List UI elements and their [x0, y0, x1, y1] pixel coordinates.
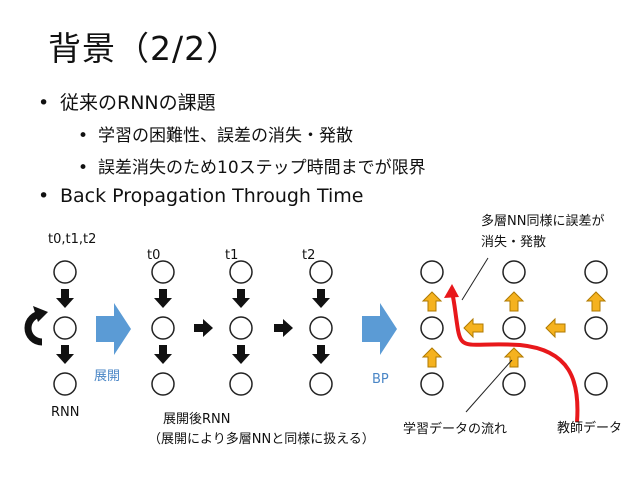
down-arrow-icon — [56, 289, 74, 308]
bullet-text: Back Propagation Through Time — [60, 185, 364, 207]
rnn-node-top — [53, 260, 77, 284]
bptt-nodes — [420, 260, 608, 396]
slide-title: 背景（2/2） — [48, 29, 241, 68]
right-arrow-icon — [194, 319, 213, 337]
time-label-t1: t1 — [225, 248, 239, 263]
error-flow-path — [444, 284, 580, 423]
unfold-label: 展開 — [94, 369, 121, 384]
teacher-data-label: 教師データ — [557, 421, 623, 436]
bullet-dot-icon: • — [78, 158, 89, 178]
bp-arrow-icon — [362, 303, 397, 355]
sub-bullet-limit: • 誤差消失のため10ステップ時間までが限界 — [78, 153, 426, 178]
bullet-dot-icon: • — [38, 92, 50, 114]
bullet-dot-icon: • — [78, 126, 89, 146]
recurrent-loop-icon — [24, 306, 48, 346]
callout-line — [461, 257, 489, 301]
unrolled-note: （展開により多層NNと同様に扱える） — [148, 432, 375, 447]
bullet-rnn-issues: • 従来のRNNの課題 — [38, 88, 216, 115]
sub-bullet-text: 学習の困難性、誤差の消失・発散 — [98, 126, 353, 146]
unfold-arrow-icon — [96, 303, 131, 355]
vanishing-note-line2: 消失・発散 — [481, 235, 547, 250]
callout-line — [465, 359, 513, 413]
time-label-t2: t2 — [302, 248, 316, 263]
data-flow-label: 学習データの流れ — [403, 422, 508, 437]
vanishing-note-line1: 多層NN同様に誤差が — [481, 214, 605, 229]
sub-bullet-difficulty: • 学習の困難性、誤差の消失・発散 — [78, 121, 353, 146]
rnn-label: RNN — [51, 405, 80, 420]
bullet-dot-icon: • — [38, 185, 50, 207]
rnn-time-label: t0,t1,t2 — [48, 232, 97, 247]
unrolled-label: 展開後RNN — [163, 412, 231, 427]
bullet-text: 従来のRNNの課題 — [60, 92, 216, 114]
bp-label: BP — [372, 372, 389, 387]
down-arrow-icon — [56, 345, 74, 364]
right-arrow-icon — [274, 319, 293, 337]
unrolled-column-t2 — [309, 260, 333, 396]
time-label-t0: t0 — [147, 248, 161, 263]
rnn-node-middle — [53, 316, 77, 340]
rnn-node-bottom — [53, 372, 77, 396]
sub-bullet-text: 誤差消失のため10ステップ時間までが限界 — [98, 158, 426, 178]
bullet-bptt: • Back Propagation Through Time — [38, 185, 364, 207]
unrolled-column-t0 — [151, 260, 175, 396]
unrolled-column-t1 — [229, 260, 253, 396]
